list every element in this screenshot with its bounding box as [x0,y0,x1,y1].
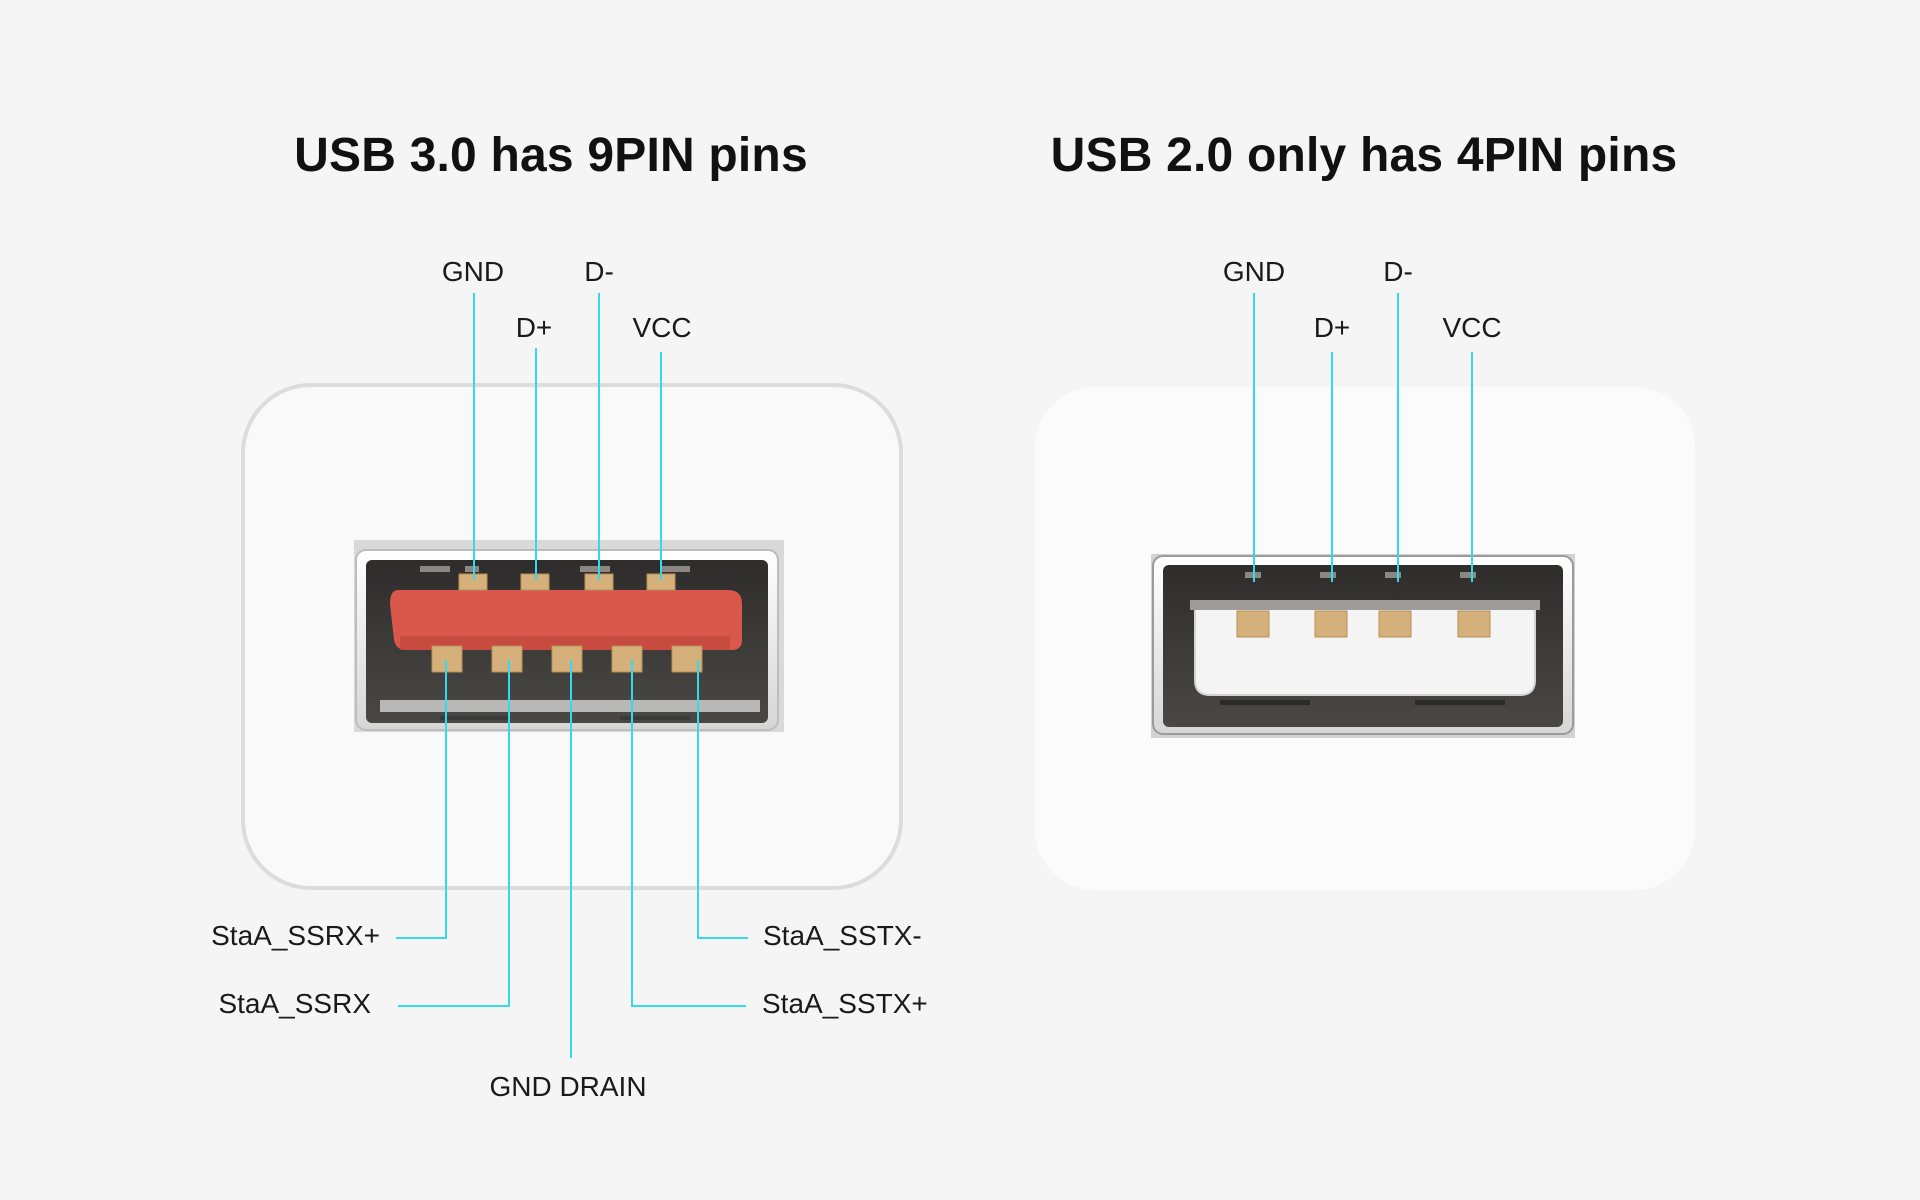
usb3-label-sstx-plus: StaA_SSTX+ [762,988,928,1019]
usb3-red-tongue [390,590,742,650]
usb3-top-springs [420,566,690,572]
usb3-label-ssrx-plus: StaA_SSRX+ [211,920,380,951]
usb3-label-gnd-drain: GND DRAIN [489,1071,646,1102]
usb2-title: USB 2.0 only has 4PIN pins [1050,129,1678,182]
usb3-bottom-leader-lines [396,660,748,1058]
usb3-label-sstx-minus: StaA_SSTX- [763,920,922,951]
usb2-leader-lines [1253,293,1473,582]
usb2-port-illustration [1035,387,1695,890]
usb2-label-gnd: GND [1223,256,1285,287]
usb3-label-vcc: VCC [632,312,691,343]
usb3-port-illustration [241,383,903,890]
usb3-bottom-pin-contacts [431,645,703,673]
usb3-top-pin-contacts [458,573,676,591]
usb3-label-dminus: D- [584,256,614,287]
usb2-white-tongue [1194,607,1536,696]
usb2-label-dminus: D- [1383,256,1413,287]
usb3-tongue-shading [400,636,730,650]
usb3-top-leader-lines [473,293,662,580]
usb2-pin-contacts [1236,610,1491,638]
usb2-label-vcc: VCC [1442,312,1501,343]
usb3-label-gnd: GND [442,256,504,287]
usb2-label-dplus: D+ [1314,312,1351,343]
usb3-title: USB 3.0 has 9PIN pins [294,129,808,182]
usb3-label-dplus: D+ [516,312,553,343]
usb3-label-ssrx: StaA_SSRX [218,988,371,1019]
